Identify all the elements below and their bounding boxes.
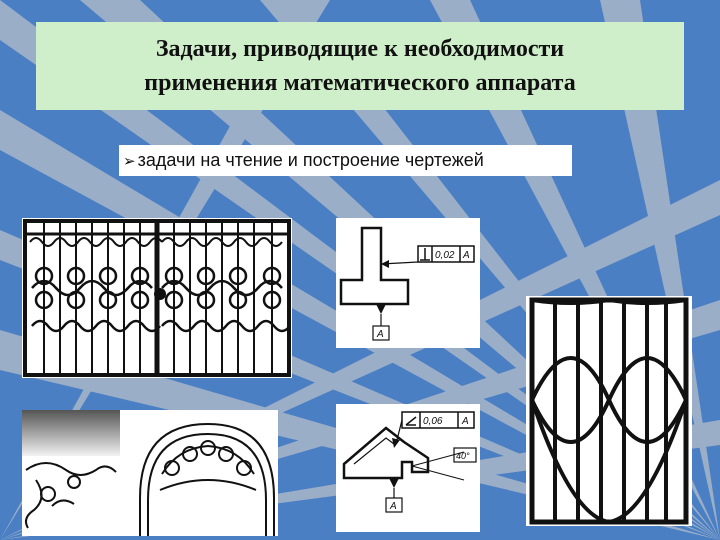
grille-image [526,296,692,526]
datum-frame-label-bottom: A [461,416,469,427]
drawing-inclination: 0,06 A 40° A [336,404,480,532]
bullet-item: ➢ задачи на чтение и построение чертежей [119,145,572,176]
drawing-perpendicularity: 0,02 A A [336,218,480,348]
title-line-1: Задачи, приводящие к необходимости [155,36,565,62]
datum-base-label-bottom: A [389,501,397,512]
arrow-bullet-icon: ➢ [123,151,136,170]
arch-image [22,410,278,536]
tolerance-value-bottom: 0,06 [423,416,443,427]
title-line-2: применения математического аппарата [144,70,576,96]
bullet-text: задачи на чтение и построение чертежей [137,150,484,170]
gate-image [22,218,292,378]
angle-label: 40° [456,451,470,461]
datum-base-label-top: A [376,329,384,340]
datum-frame-label-top: A [462,250,470,261]
tolerance-value-top: 0,02 [435,250,455,261]
title-box: Задачи, приводящие к необходимости приме… [36,22,684,110]
